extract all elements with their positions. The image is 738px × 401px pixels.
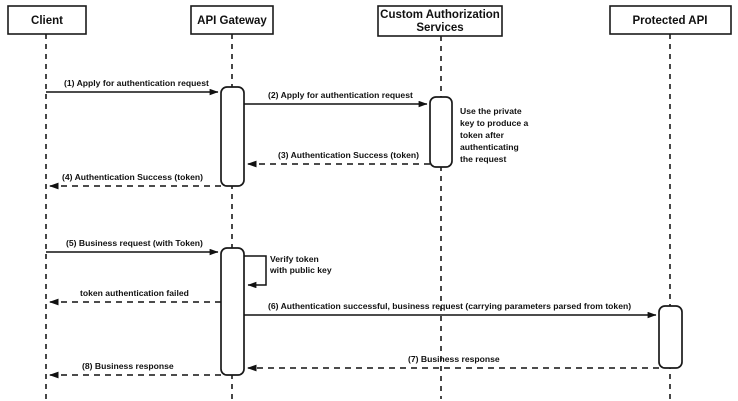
participant-label-client: Client	[31, 15, 63, 27]
participant-box-custom-auth[interactable]	[377, 5, 503, 37]
activation-custom-auth-1	[429, 96, 453, 168]
participant-custom-auth[interactable]: Custom Authorization Services	[377, 5, 503, 37]
message-6-label: (6) Authentication successful, business …	[268, 301, 631, 311]
participant-protected-api[interactable]: Protected API	[609, 5, 732, 35]
participant-label-protected-api: Protected API	[633, 15, 708, 27]
message-6[interactable]: (6) Authentication successful, business …	[244, 301, 657, 319]
lifelines-group	[45, 34, 671, 399]
message-2-label: (2) Apply for authentication request	[268, 90, 413, 100]
activation-api-gateway-2	[220, 247, 245, 376]
activation-api-gateway-1	[220, 86, 245, 187]
message-self-verify-label-line2: with public key	[269, 265, 332, 275]
participant-box-api-gateway[interactable]	[190, 5, 274, 35]
participant-label-custom-auth-line2: Services	[416, 22, 463, 34]
message-token-failed-label: token authentication failed	[80, 288, 189, 298]
message-3[interactable]: (3) Authentication Success (token)	[247, 150, 430, 168]
message-3-label: (3) Authentication Success (token)	[278, 150, 419, 160]
participant-box-client[interactable]	[7, 5, 87, 35]
note-private-key-line-3: token after	[460, 130, 505, 140]
participant-api-gateway[interactable]: API Gateway	[190, 5, 274, 35]
message-5-label: (5) Business request (with Token)	[66, 238, 203, 248]
note-private-key-line-5: the request	[460, 154, 506, 164]
participant-client[interactable]: Client	[7, 5, 87, 35]
note-private-key: Use the private key to produce a token a…	[460, 106, 529, 164]
message-4-label: (4) Authentication Success (token)	[62, 172, 203, 182]
message-1-label: (1) Apply for authentication request	[64, 78, 209, 88]
message-5[interactable]: (5) Business request (with Token)	[46, 238, 219, 256]
note-private-key-line-1: Use the private	[460, 106, 522, 116]
participant-label-api-gateway: API Gateway	[197, 15, 267, 27]
participant-label-custom-auth-line1: Custom Authorization	[380, 9, 500, 21]
message-self-verify-label-line1: Verify token	[270, 254, 319, 264]
note-private-key-line-2: key to produce a	[460, 118, 529, 128]
message-7-label: (7) Business response	[408, 354, 500, 364]
message-self-verify[interactable]: Verify token with public key	[244, 254, 332, 289]
message-8[interactable]: (8) Business response	[49, 361, 221, 379]
message-self-verify-arrow	[244, 255, 267, 289]
note-private-key-line-4: authenticating	[460, 142, 519, 152]
message-8-label: (8) Business response	[82, 361, 174, 371]
participant-box-protected-api[interactable]	[609, 5, 732, 35]
message-token-failed[interactable]: token authentication failed	[49, 288, 221, 306]
activation-protected-api-1	[658, 305, 683, 369]
message-1[interactable]: (1) Apply for authentication request	[46, 78, 219, 96]
message-2[interactable]: (2) Apply for authentication request	[244, 90, 428, 108]
message-4[interactable]: (4) Authentication Success (token)	[49, 172, 221, 190]
message-7[interactable]: (7) Business response	[247, 354, 659, 372]
